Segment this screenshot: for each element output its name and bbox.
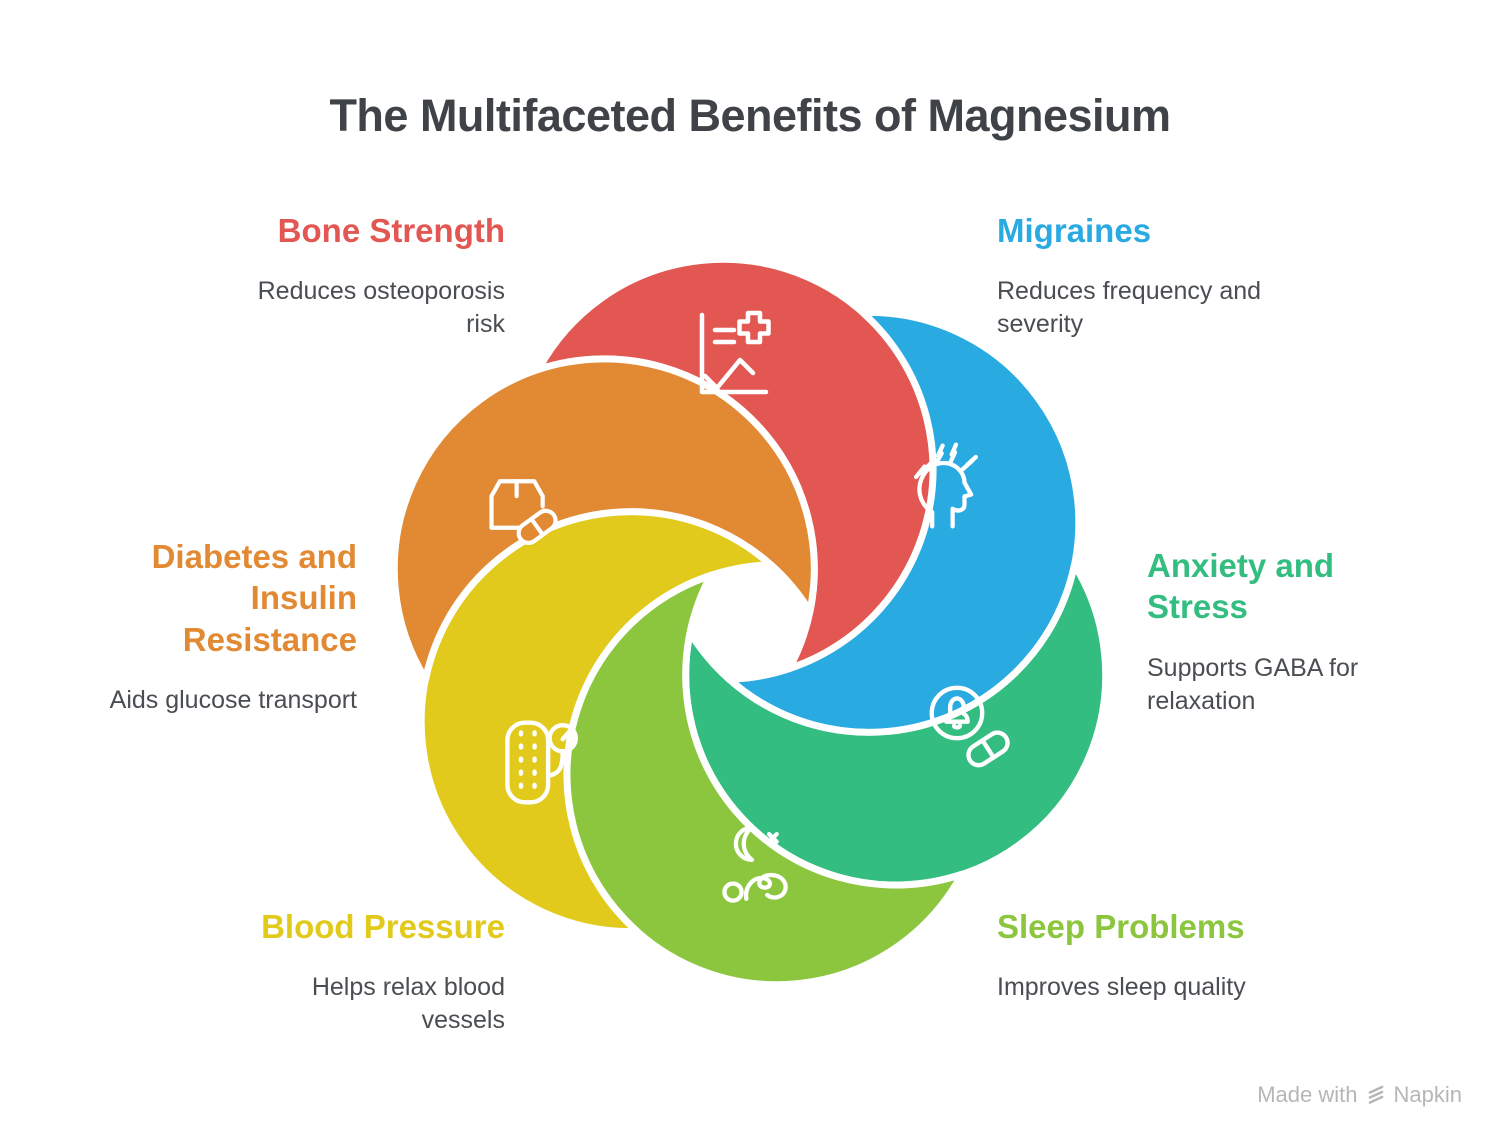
napkin-logo-icon (1368, 1085, 1383, 1104)
segment-heading: Anxiety and Stress (1147, 547, 1335, 626)
watermark-brand: Napkin (1393, 1082, 1462, 1107)
segment-heading: Bone Strength (277, 212, 505, 249)
segment-label-blood-pressure: Blood Pressure Helps relax blood vessels (261, 906, 505, 1037)
segment-heading: Sleep Problems (997, 908, 1245, 945)
supplement-box-capsule-icon (489, 479, 558, 545)
watermark-prefix: Made with (1257, 1082, 1358, 1107)
segment-label-anxiety-and-stress: Anxiety and Stress Supports GABA for rel… (1147, 545, 1397, 718)
segment-description: Reduces osteoporosis risk (257, 277, 505, 339)
moon-sleeper-icon (722, 825, 788, 903)
segment-heading: Diabetes and Insulin Resistance (151, 538, 357, 658)
segment-label-migraines: Migraines Reduces frequency and severity (997, 210, 1287, 341)
segment-label-bone-strength: Bone Strength Reduces osteoporosis risk (235, 210, 505, 341)
segment-description: Helps relax blood vessels (311, 973, 505, 1035)
segment-description: Aids glucose transport (109, 685, 357, 714)
segment-label-diabetes-insulin: Diabetes and Insulin Resistance Aids glu… (110, 536, 357, 717)
bp-cuff-gauge-icon (505, 720, 578, 805)
segment-label-sleep-problems: Sleep Problems Improves sleep quality (997, 906, 1246, 1004)
pinwheel-diagram (390, 255, 1110, 989)
watermark: Made with Napkin (1257, 1082, 1462, 1108)
segment-heading: Migraines (997, 212, 1152, 249)
segment-heading: Blood Pressure (261, 908, 505, 945)
bell-capsule-icon (929, 685, 1010, 768)
headache-head-icon (913, 442, 979, 529)
page-title: The Multifaceted Benefits of Magnesium (329, 90, 1171, 141)
segment-description: Improves sleep quality (997, 973, 1246, 1002)
blade-diabetes-insulin (390, 355, 818, 683)
health-chart-icon (699, 310, 771, 395)
segment-description: Reduces frequency and severity (997, 277, 1262, 339)
segment-description: Supports GABA for relaxation (1147, 653, 1359, 715)
